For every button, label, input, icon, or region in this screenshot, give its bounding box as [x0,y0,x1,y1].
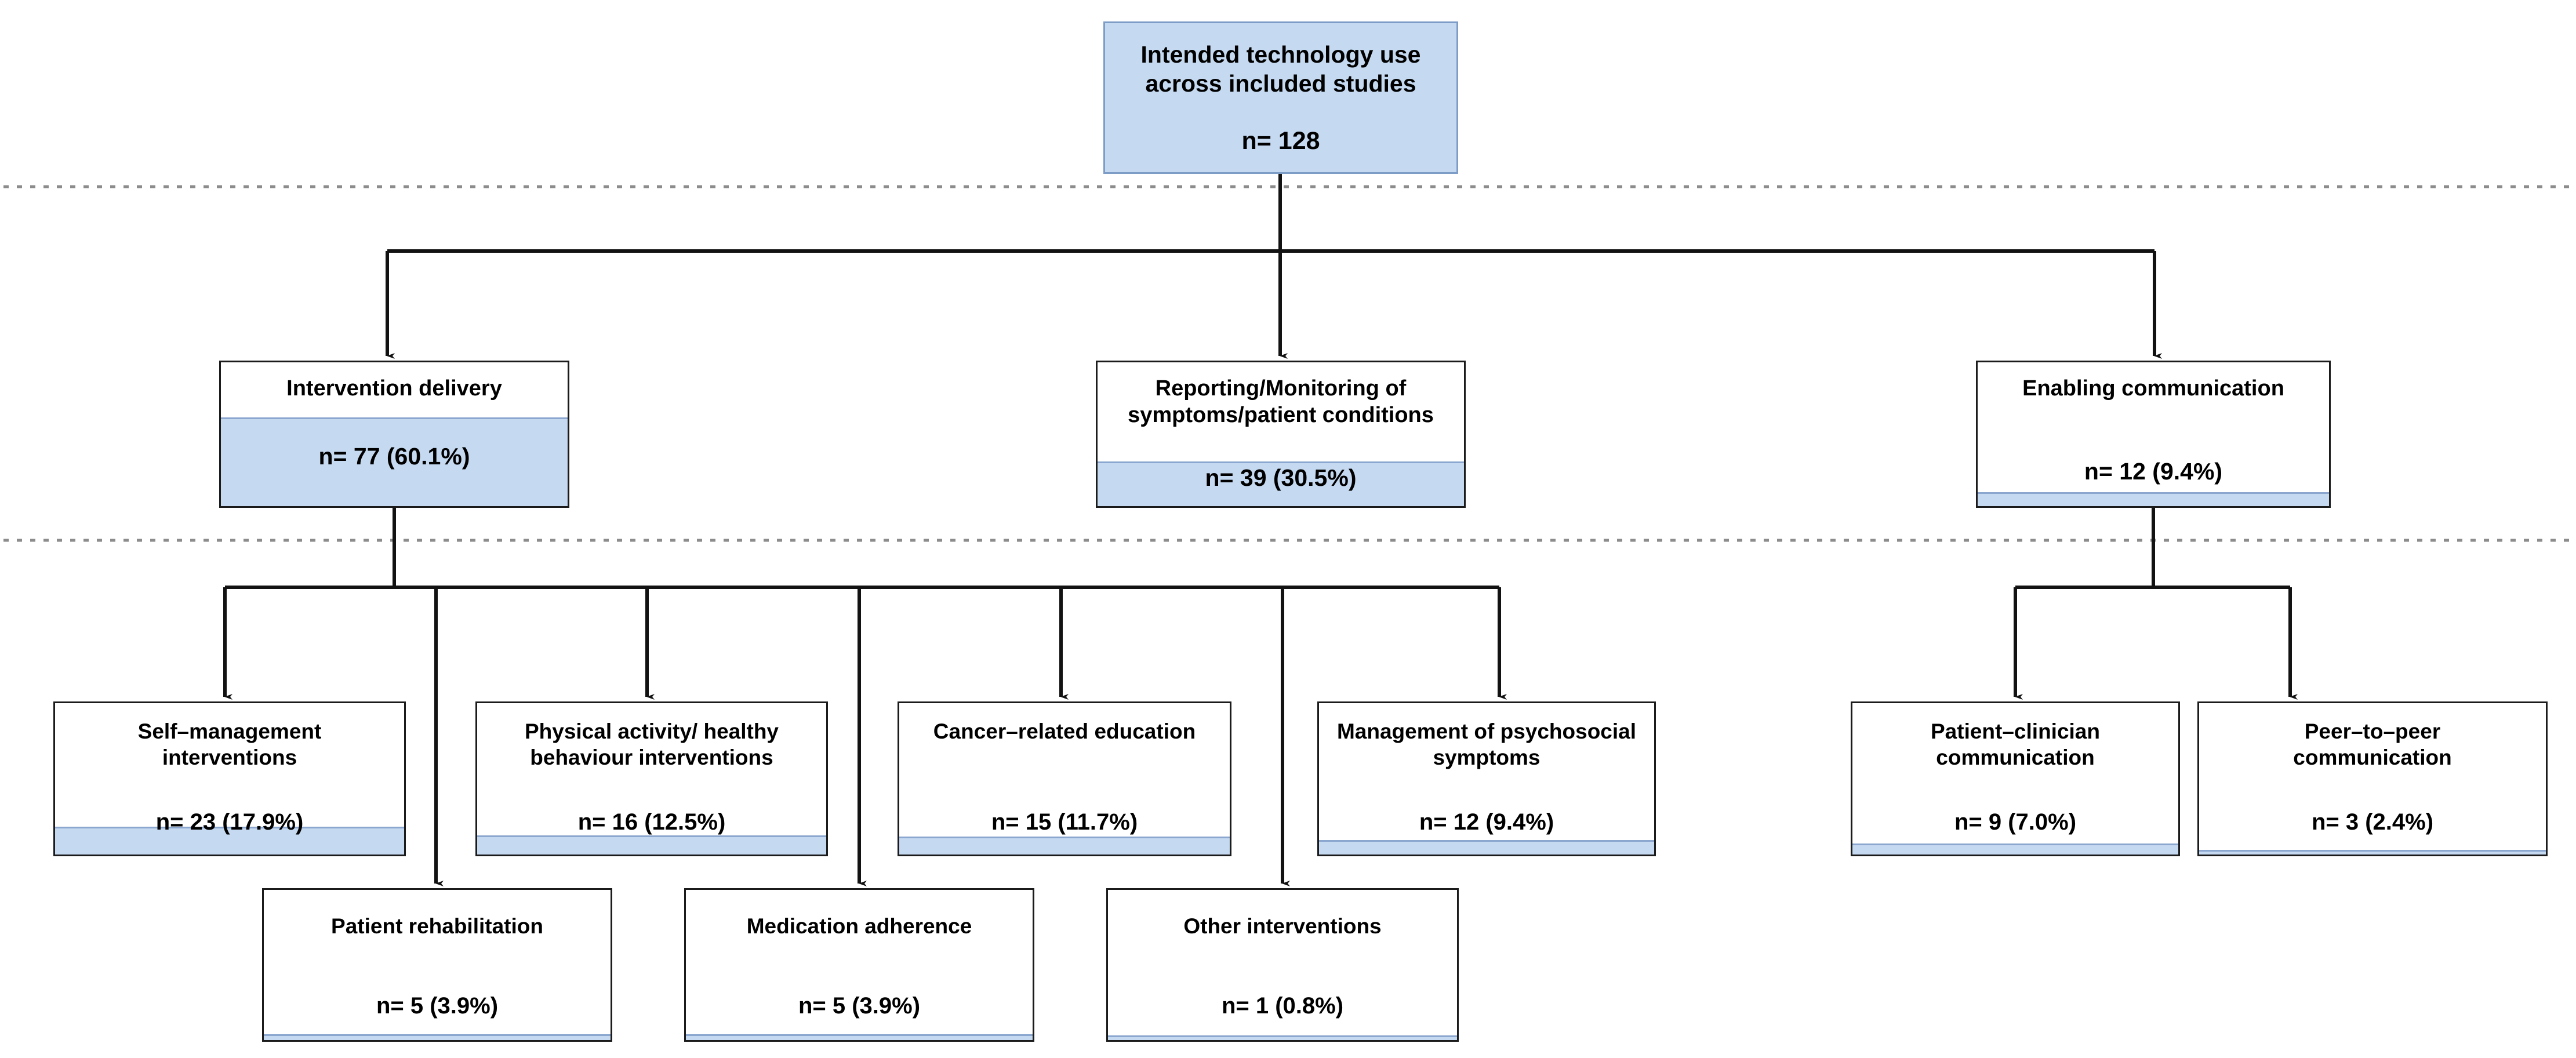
node-count: n= 9 (7.0%) [1954,809,2077,835]
node-body: Self–management interventions n= 23 (17.… [55,703,404,855]
node-body: Other interventions n= 1 (0.8%) [1108,890,1457,1040]
node-medication-adherence[interactable]: Medication adherence n= 5 (3.9%) [684,888,1034,1042]
node-body: Reporting/Monitoring of symptoms/patient… [1098,362,1464,506]
node-count: n= 15 (11.7%) [991,809,1138,835]
node-count: n= 39 (30.5%) [1205,464,1357,491]
proportion-fill [1852,844,2178,855]
node-physical-activity-healthy-behaviour[interactable]: Physical activity/ healthy behaviour int… [475,701,828,856]
proportion-fill [221,417,568,506]
node-title: Other interventions [1183,914,1382,938]
node-count: n= 3 (2.4%) [2311,809,2434,835]
node-title: Enabling communication [2022,376,2284,401]
node-body: Peer–to–peer communication n= 3 (2.4%) [2199,703,2546,855]
node-management-of-psychosocial-symptoms[interactable]: Management of psychosocial symptoms n= 1… [1317,701,1656,856]
node-count: n= 16 (12.5%) [577,809,726,835]
proportion-fill [1319,839,1654,855]
node-title: Patient rehabilitation [331,914,543,938]
node-title: Management of psychosocial symptoms [1336,719,1637,770]
node-body: Patient rehabilitation n= 5 (3.9%) [264,890,611,1040]
proportion-fill [264,1034,611,1040]
proportion-fill [1978,492,2329,506]
node-title: Medication adherence [746,914,972,938]
node-body: Intended technology use across included … [1105,23,1456,172]
node-body: Intervention delivery n= 77 (60.1%) [221,362,568,506]
node-count: n= 77 (60.1%) [318,443,470,470]
node-intended-technology-use[interactable]: Intended technology use across included … [1103,21,1458,174]
proportion-fill [686,1034,1033,1040]
node-intervention-delivery[interactable]: Intervention delivery n= 77 (60.1%) [219,361,569,508]
node-title: Patient–clinician communication [1931,719,2100,770]
node-count: n= 12 (9.4%) [2084,458,2223,485]
node-count: n= 128 [1241,127,1320,155]
node-title: Reporting/Monitoring of symptoms/patient… [1128,376,1434,428]
proportion-fill [1098,461,1464,506]
node-enabling-communication[interactable]: Enabling communication n= 12 (9.4%) [1976,361,2331,508]
node-title: Peer–to–peer communication [2293,719,2452,770]
node-self-management-interventions[interactable]: Self–management interventions n= 23 (17.… [53,701,406,856]
node-cancer-related-education[interactable]: Cancer–related education n= 15 (11.7%) [898,701,1231,856]
node-patient-rehabilitation[interactable]: Patient rehabilitation n= 5 (3.9%) [262,888,612,1042]
node-count: n= 23 (17.9%) [155,809,304,835]
node-title: Intervention delivery [286,376,502,401]
node-title: Physical activity/ healthy behaviour int… [524,719,779,770]
node-count: n= 5 (3.9%) [798,993,921,1019]
node-title: Intended technology use across included … [1140,41,1421,97]
proportion-fill [2199,850,2546,855]
node-title: Self–management interventions [137,719,322,770]
node-count: n= 5 (3.9%) [376,993,499,1019]
proportion-fill [1108,1035,1457,1040]
node-other-interventions[interactable]: Other interventions n= 1 (0.8%) [1106,888,1459,1042]
node-body: Management of psychosocial symptoms n= 1… [1319,703,1654,855]
proportion-fill [55,827,404,855]
node-body: Cancer–related education n= 15 (11.7%) [899,703,1230,855]
proportion-fill [899,836,1230,855]
node-patient-clinician-communication[interactable]: Patient–clinician communication n= 9 (7.… [1851,701,2180,856]
node-count: n= 12 (9.4%) [1419,809,1554,835]
proportion-fill [477,835,826,855]
node-body: Physical activity/ healthy behaviour int… [477,703,826,855]
node-reporting-monitoring[interactable]: Reporting/Monitoring of symptoms/patient… [1096,361,1466,508]
node-body: Enabling communication n= 12 (9.4%) [1978,362,2329,506]
node-body: Patient–clinician communication n= 9 (7.… [1852,703,2178,855]
node-count: n= 1 (0.8%) [1221,993,1344,1019]
node-peer-to-peer-communication[interactable]: Peer–to–peer communication n= 3 (2.4%) [2197,701,2548,856]
node-title: Cancer–related education [933,719,1196,743]
node-body: Medication adherence n= 5 (3.9%) [686,890,1033,1040]
